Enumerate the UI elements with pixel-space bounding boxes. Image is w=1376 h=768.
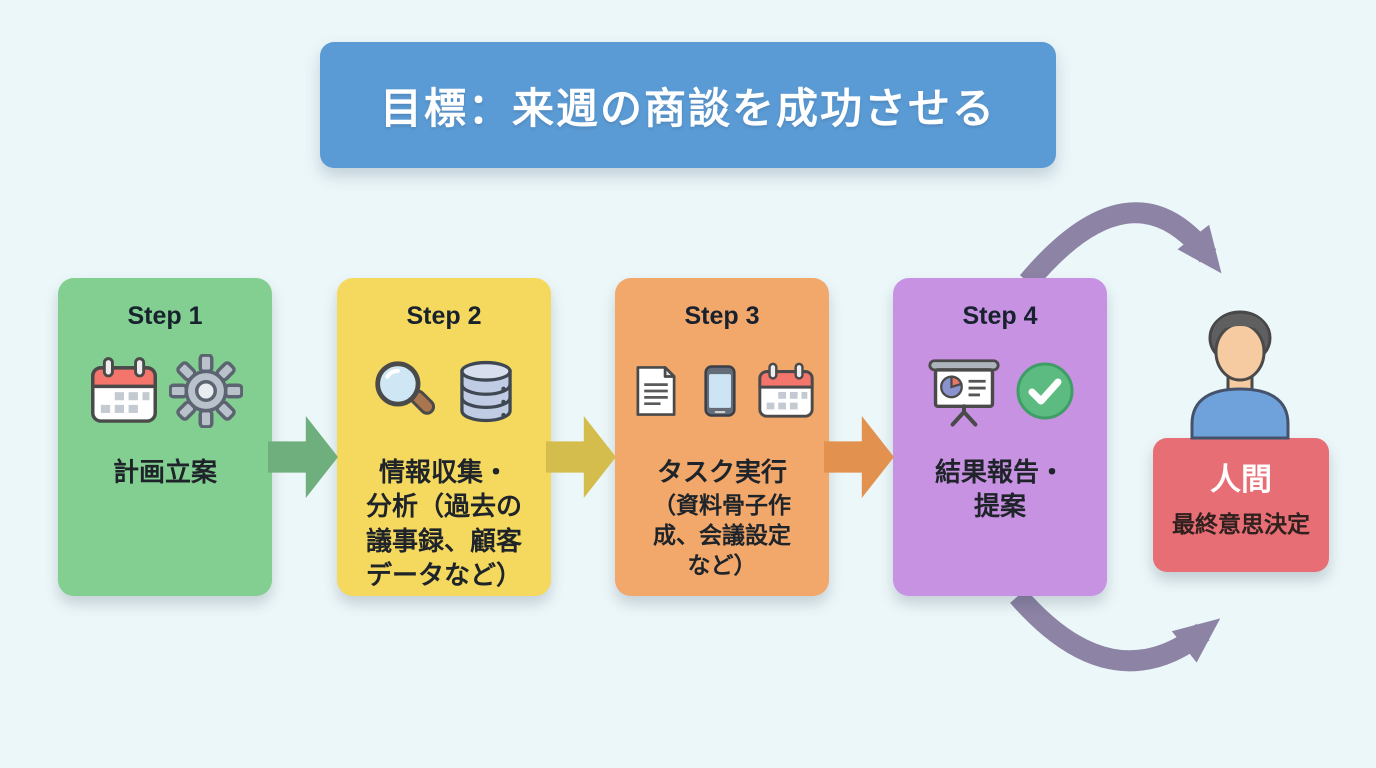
step-4-label: 結果報告・ 提案 <box>934 457 1065 522</box>
flow-arrow-step1-step2 <box>268 416 338 498</box>
step-1-card: Step 1 <box>58 278 272 596</box>
step-3-heading: Step 3 <box>684 302 760 330</box>
step-3-sublabel: （資料骨子作 成、会議設定 など） <box>653 492 791 579</box>
person-icon <box>1190 310 1290 440</box>
database-icon <box>460 360 512 423</box>
step-4-heading: Step 4 <box>962 302 1038 330</box>
check-icon <box>1016 362 1074 420</box>
magnifier-icon <box>375 361 436 415</box>
step-3-label: タスク実行 <box>656 457 787 487</box>
step-2-heading: Step 2 <box>406 302 482 330</box>
step-3-card: Step 3 <box>615 278 829 596</box>
flow-arrow-step2-step3 <box>546 416 616 498</box>
gear-icon <box>169 354 243 428</box>
person-icon-wrap <box>1178 300 1302 445</box>
step-2-label: 情報収集・ 分析（過去の 議事録、顧客 データなど） <box>365 457 522 590</box>
human-subtitle: 最終意思決定 <box>1172 511 1310 537</box>
document-icon <box>636 366 676 416</box>
presentation-icon <box>928 358 1000 427</box>
goal-banner: 目標：来週の商談を成功させる <box>320 42 1056 168</box>
step-4-icons <box>923 345 1077 437</box>
step-2-card: Step 2 情報収集・ 分析（過去の 議事録、顧客 データなど） <box>337 278 551 596</box>
flow-arrow-step3-step4 <box>824 416 894 498</box>
step-1-heading: Step 1 <box>127 302 203 330</box>
human-decision-card: 人間 最終意思決定 <box>1153 438 1329 572</box>
step-2-icons <box>367 345 521 437</box>
step-1-label: 計画立案 <box>112 457 217 487</box>
smartphone-icon <box>704 365 736 417</box>
goal-title: 目標：来週の商談を成功させる <box>379 84 996 132</box>
calendar-icon <box>91 357 157 423</box>
step-4-card: Step 4 結果報告・ 提案 <box>893 278 1107 596</box>
human-title: 人間 <box>1210 462 1272 497</box>
step-3-icons <box>627 345 817 437</box>
loop-arrow-bottom <box>1010 589 1221 672</box>
step-1-icons <box>87 345 243 437</box>
calendar-icon <box>758 362 814 418</box>
loop-arrow-top <box>1019 202 1222 289</box>
